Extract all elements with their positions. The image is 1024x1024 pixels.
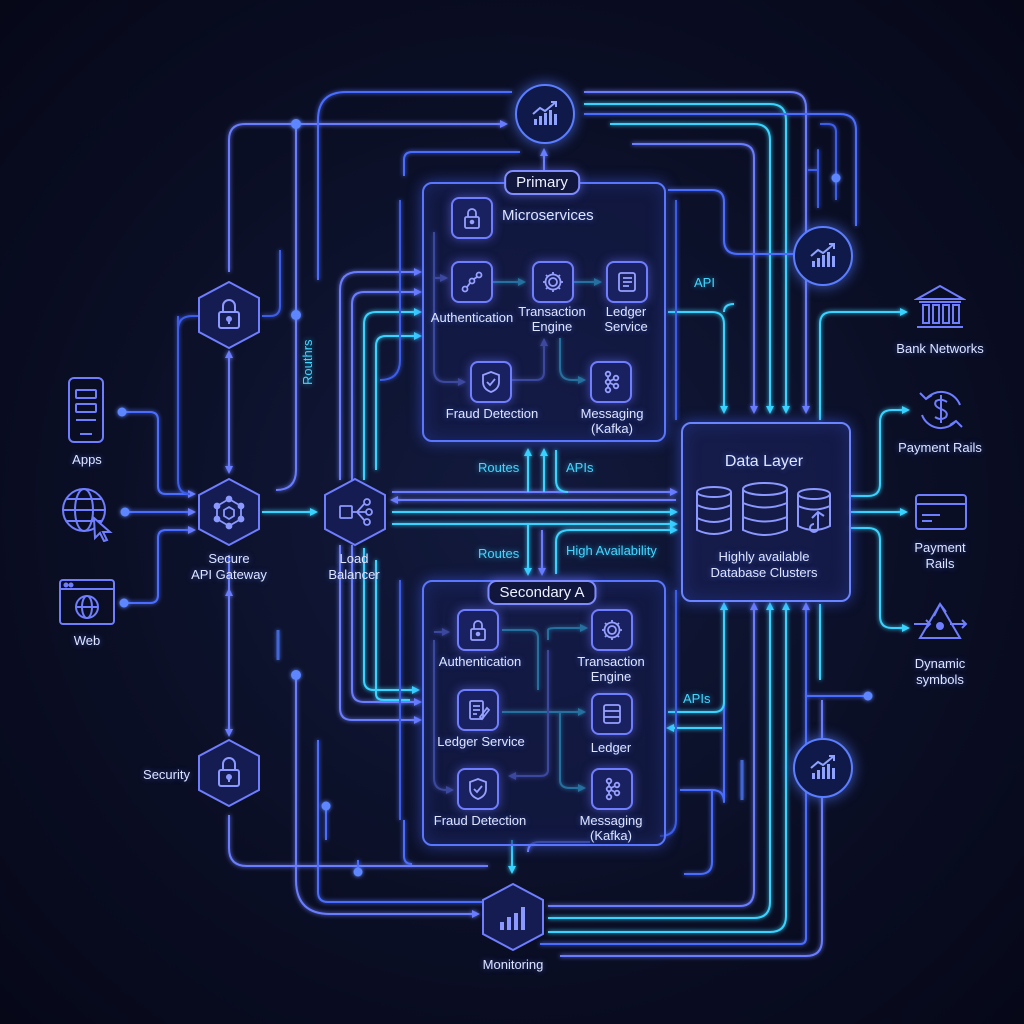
api-label: API [694,275,715,290]
kafka-icon [605,777,621,801]
mobile-phone-icon [66,376,106,446]
primary-title: Primary [504,170,580,195]
secondary-authentication-label: Authentication [438,654,522,669]
secondary-transaction-label-line1: Transaction [577,654,645,669]
ledger-list-icon [603,704,621,724]
secondary-ledger-service-node[interactable] [457,689,499,731]
secondary-fraud-label: Fraud Detection [433,813,527,828]
bar-chart-icon [500,907,525,930]
high-availability-label: High Availability [566,543,657,558]
payment-rails2-label-line1: Payment [914,540,966,555]
document-edit-icon [469,700,491,721]
secondary-transaction-node[interactable] [591,609,633,651]
primary-ledger-node[interactable] [606,261,648,303]
payment-rails-label: Payment Rails [898,440,982,455]
data-layer-title: Data Layer [724,453,804,470]
primary-transaction-node[interactable] [532,261,574,303]
bank-networks-label: Bank Networks [896,341,984,356]
trend-chart-icon [532,101,557,125]
node-path-icon [461,271,483,293]
shield-check-icon [482,371,500,393]
primary-messaging-label-line1: Messaging [580,406,644,421]
kafka-icon [604,370,620,394]
browser-window-icon [58,578,116,626]
routes-top-label: Routes [478,460,520,475]
monitoring-hexagon[interactable] [481,882,545,952]
dollar-cycle-icon [916,385,966,435]
secondary-messaging-label-line1: Messaging [579,813,643,828]
secondary-transaction-label-line2: Engine [590,669,632,684]
globe-cursor-icon [60,486,114,543]
top-lock-hexagon[interactable] [197,280,261,350]
secondary-fraud-node[interactable] [457,768,499,810]
web-label: Web [73,633,101,648]
primary-ledger-label-line1: Ledger [605,304,647,319]
trend-chart-icon [810,243,835,267]
primary-messaging-label-line2: (Kafka) [591,421,633,436]
right-top-chart[interactable] [793,226,853,286]
primary-messaging-node[interactable] [590,361,632,403]
routhrs-label: Routhrs [300,339,315,385]
load-balancer-label-line2: Balancer [328,567,380,582]
lock-icon [470,620,486,641]
lock-icon [464,208,480,229]
trend-chart-icon [810,755,835,779]
api-gateway-hexagon[interactable] [197,477,261,547]
secondary-authentication-node[interactable] [457,609,499,651]
triangle-arrows-icon [912,598,968,648]
secondary-ledger-label: Ledger [590,740,632,755]
right-bottom-chart[interactable] [793,738,853,798]
bank-icon [913,283,967,333]
payment-rails2-label-line2: Rails [925,556,955,571]
top-monitor-chart[interactable] [515,84,575,144]
apps-label: Apps [72,452,102,467]
secondary-messaging-node[interactable] [591,768,633,810]
primary-fraud-node[interactable] [470,361,512,403]
load-balancer-label-line1: Load [339,551,369,566]
primary-authentication-label: Authentication [430,310,514,325]
security-label: Security [143,767,190,782]
apis-top-label: APIs [566,460,594,475]
gear-icon [543,272,563,292]
ledger-list-icon [618,272,636,292]
data-layer-desc-line1: Highly available [718,549,810,564]
microservices-label: Microservices [502,207,594,224]
secondary-ledger-node[interactable] [591,693,633,735]
microservices-lock[interactable] [451,197,493,239]
data-layer-desc-line2: Database Clusters [710,565,818,580]
shield-check-icon [469,778,487,800]
lock-icon [218,757,240,787]
monitoring-label: Monitoring [482,957,544,972]
primary-ledger-label-line2: Service [604,319,648,334]
lock-icon [218,299,240,329]
secondary-messaging-label-line2: (Kafka) [590,828,632,843]
dynamic-symbols-label-line2: symbols [916,672,964,687]
primary-transaction-label-line1: Transaction [518,304,586,319]
gear-icon [602,620,622,640]
data-layer-panel[interactable] [681,422,851,602]
primary-transaction-label-line2: Engine [531,319,573,334]
secondary-title: Secondary A [487,580,597,605]
security-lock-hexagon[interactable] [197,738,261,808]
primary-fraud-label: Fraud Detection [445,406,539,421]
routes-bottom-label: Routes [478,546,520,561]
hexagon-network-icon [213,495,245,530]
dynamic-symbols-label-line1: Dynamic [914,656,966,671]
apis-right-label: APIs [683,691,711,706]
database-icon [692,482,838,540]
load-split-icon [339,498,373,526]
gateway-label-line2: API Gateway [191,567,267,582]
credit-card-icon [914,493,968,531]
secondary-ledger-service-label: Ledger Service [437,734,525,749]
primary-authentication-node[interactable] [451,261,493,303]
load-balancer-hexagon[interactable] [323,477,387,547]
gateway-label-line1: Secure [208,551,250,566]
